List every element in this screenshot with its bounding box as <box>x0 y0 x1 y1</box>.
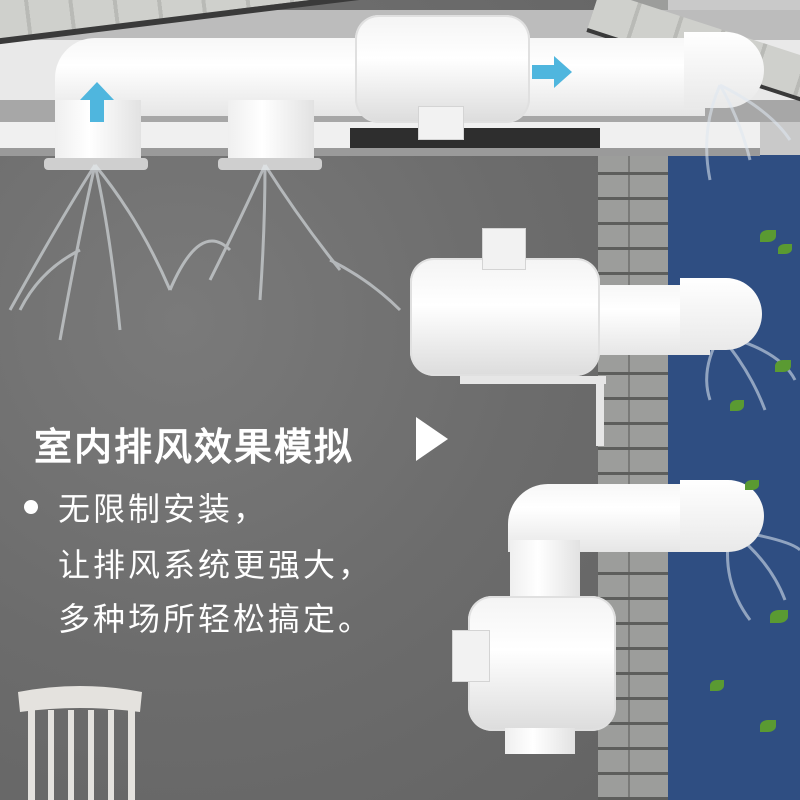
exterior-sky <box>668 155 800 800</box>
headline-title: 室内排风效果模拟 <box>34 425 355 469</box>
bullet-line-3: 多种场所轻松搞定。 <box>58 600 374 638</box>
foliage <box>778 244 792 254</box>
fan-inlet <box>505 728 575 754</box>
foliage <box>760 230 776 242</box>
fan-junction-box <box>482 228 526 270</box>
foliage <box>745 480 759 490</box>
vertical-inline-fan <box>468 596 616 731</box>
duct-drop-right <box>228 100 314 158</box>
foliage <box>710 680 724 691</box>
bottom-duct-drop <box>510 540 580 600</box>
arrow-right-icon <box>532 56 572 88</box>
arrow-up-icon <box>80 82 114 122</box>
chair <box>18 686 142 800</box>
ceiling-diffuser-left <box>44 158 148 170</box>
ceiling-diffuser-right <box>218 158 322 170</box>
exhaust-spray <box>705 83 800 621</box>
bullet-line-2: 让排风系统更强大， <box>58 546 374 584</box>
foliage <box>770 610 788 623</box>
wall-bracket-inline-fan <box>410 258 600 376</box>
foliage <box>775 360 791 372</box>
bullet-dot-icon <box>24 500 38 514</box>
wall-bracket-leg <box>596 376 604 446</box>
ceiling-inline-fan <box>355 15 530 123</box>
airflow-spray <box>8 164 402 341</box>
bullet-line-1: 无限制安装， <box>58 490 269 528</box>
hooded-vent-bottom <box>680 480 764 552</box>
hooded-vent-middle <box>680 278 762 350</box>
fan-junction-box <box>452 630 490 682</box>
foliage <box>730 400 744 411</box>
ceiling-edge <box>0 148 760 156</box>
fan-junction-box <box>418 106 464 140</box>
wall-bracket <box>460 376 606 384</box>
play-triangle-icon <box>416 417 448 461</box>
foliage <box>760 720 776 732</box>
ceiling-gap <box>350 128 600 148</box>
